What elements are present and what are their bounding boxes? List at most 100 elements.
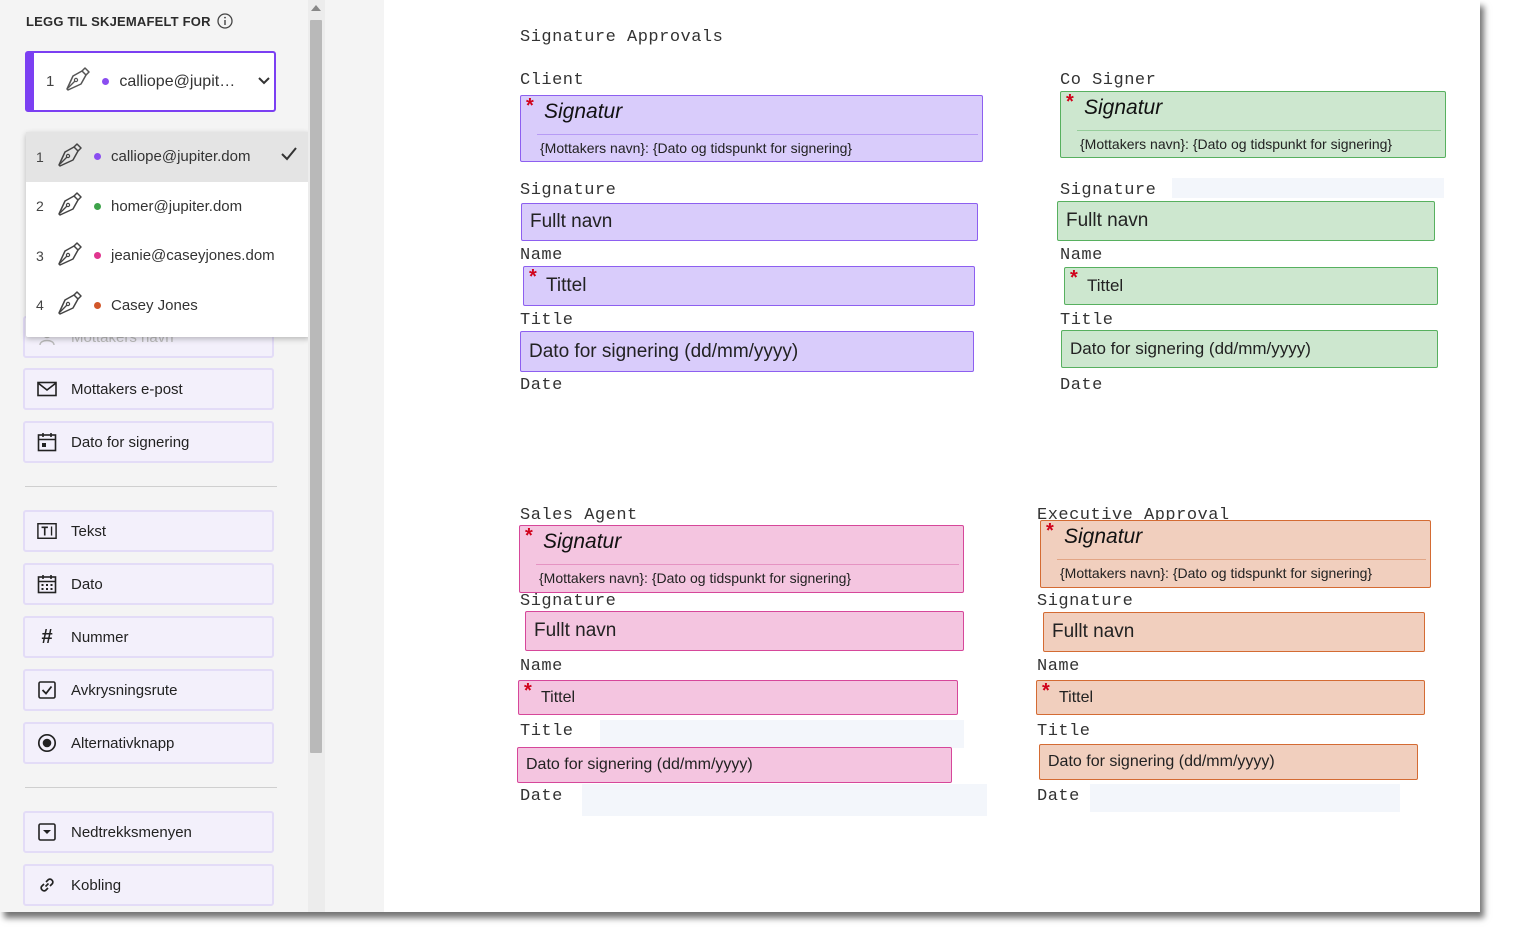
placeholder-area	[582, 784, 987, 816]
pen-icon	[56, 241, 84, 271]
block-heading-client: Client	[520, 71, 585, 90]
field-tekst[interactable]: Tekst	[23, 510, 274, 552]
field-avkrysningsrute[interactable]: Avkrysningsrute	[23, 669, 274, 711]
recipient-option-4[interactable]: 4 Casey Jones	[26, 281, 310, 331]
signature-label: Signatur	[1084, 96, 1163, 119]
field-alternativknapp[interactable]: Alternativknapp	[23, 722, 274, 764]
field-label: Dato for signering	[71, 433, 190, 451]
option-index: 3	[36, 247, 44, 264]
date-field-client[interactable]: Dato for signering (dd/mm/yyyy)	[520, 331, 974, 372]
option-index: 2	[36, 198, 44, 215]
recipient-select-email: calliope@jupiter.dom	[119, 72, 243, 90]
signature-label: Signatur	[544, 100, 623, 123]
checkmark-icon	[280, 146, 298, 166]
field-label: Nummer	[71, 628, 129, 646]
pen-icon	[56, 142, 84, 172]
signature-field-executive-approval[interactable]: * Signatur {Mottakers navn}: {Dato og ti…	[1040, 520, 1431, 588]
field-nummer[interactable]: # Nummer	[23, 616, 274, 658]
date-field-text: Dato for signering (dd/mm/yyyy)	[1048, 753, 1275, 770]
recipient-option-2[interactable]: 2 homer@jupiter.dom	[26, 182, 310, 232]
row-label-date: Date	[520, 787, 563, 806]
field-kobling[interactable]: Kobling	[23, 864, 274, 906]
placeholder-area	[600, 720, 964, 748]
required-asterisk: *	[1042, 680, 1050, 702]
name-field-text: Fullt navn	[1052, 621, 1135, 642]
row-label-title: Title	[1060, 311, 1114, 330]
name-field-text: Fullt navn	[530, 211, 613, 232]
name-field-text: Fullt navn	[534, 620, 617, 641]
placeholder-area	[1172, 178, 1444, 198]
form-field-panel: LEGG TIL SKJEMAFELT FOR 1 calliope@jupit…	[0, 0, 310, 912]
row-label-signature: Signature	[520, 592, 617, 611]
document-title: Signature Approvals	[520, 28, 724, 47]
scroll-up-arrow-icon[interactable]	[311, 5, 321, 11]
row-label-signature: Signature	[520, 181, 617, 200]
recipient-select[interactable]: 1 calliope@jupiter.dom	[25, 51, 276, 112]
recipient-option-1[interactable]: 1 calliope@jupiter.dom	[26, 132, 310, 182]
field-mottakers-epost[interactable]: Mottakers e-post	[23, 368, 274, 410]
signature-line	[1057, 559, 1426, 560]
app-window: LEGG TIL SKJEMAFELT FOR 1 calliope@jupit…	[0, 0, 1480, 912]
document-page: Signature Approvals Client * Signatur {M…	[384, 0, 1480, 912]
signature-subtext: {Mottakers navn}: {Dato og tidspunkt for…	[1060, 565, 1373, 581]
signature-line	[536, 564, 959, 565]
field-dato-for-signering[interactable]: Dato for signering	[23, 421, 274, 463]
title-field-sales-agent[interactable]: * Tittel	[518, 680, 958, 715]
info-icon[interactable]	[217, 13, 233, 29]
recipient-color-dot	[94, 153, 101, 161]
signature-line	[1077, 130, 1441, 131]
name-field-executive-approval[interactable]: Fullt navn	[1043, 612, 1425, 652]
field-label: Tekst	[71, 522, 107, 540]
row-label-signature: Signature	[1060, 181, 1157, 200]
hash-icon: #	[41, 625, 53, 648]
placeholder-area	[1090, 784, 1400, 812]
text-field-icon	[37, 521, 57, 541]
signature-label: Signatur	[543, 530, 622, 553]
required-asterisk: *	[525, 525, 533, 547]
block-heading-sales-agent: Sales Agent	[520, 506, 638, 525]
pen-icon	[64, 66, 92, 97]
checkbox-icon	[37, 680, 57, 700]
chevron-down-icon	[257, 73, 271, 91]
signature-field-client[interactable]: * Signatur {Mottakers navn}: {Dato og ti…	[520, 95, 983, 162]
date-field-co-signer[interactable]: Dato for signering (dd/mm/yyyy)	[1061, 330, 1438, 368]
field-label: Kobling	[71, 876, 122, 894]
panel-scrollbar-thumb[interactable]	[310, 20, 322, 753]
date-field-text: Dato for signering (dd/mm/yyyy)	[529, 340, 799, 362]
row-label-name: Name	[1037, 657, 1080, 676]
name-field-sales-agent[interactable]: Fullt navn	[525, 611, 964, 651]
field-nedtrekksmenyen[interactable]: Nedtrekksmenyen	[23, 811, 274, 853]
panel-heading: LEGG TIL SKJEMAFELT FOR	[26, 13, 233, 29]
recipient-color-dot	[94, 252, 101, 260]
recipient-option-3[interactable]: 3 jeanie@caseyjones.dom	[26, 231, 310, 281]
title-field-executive-approval[interactable]: * Tittel	[1036, 680, 1425, 715]
date-field-sales-agent[interactable]: Dato for signering (dd/mm/yyyy)	[517, 747, 952, 783]
name-field-co-signer[interactable]: Fullt navn	[1057, 201, 1435, 241]
title-field-co-signer[interactable]: * Tittel	[1064, 267, 1438, 305]
required-asterisk: *	[1046, 520, 1054, 542]
required-asterisk: *	[529, 266, 537, 288]
signature-subtext: {Mottakers navn}: {Dato og tidspunkt for…	[1080, 136, 1393, 152]
signature-field-sales-agent[interactable]: * Signatur {Mottakers navn}: {Dato og ti…	[519, 525, 964, 593]
field-label: Alternativknapp	[71, 734, 175, 752]
option-label: jeanie@caseyjones.dom	[111, 247, 275, 265]
recipient-color-dot	[102, 78, 110, 85]
required-asterisk: *	[526, 95, 534, 117]
recipient-dropdown-list: 1 calliope@jupiter.dom 2 homer@jupiter.d…	[26, 132, 310, 337]
title-field-client[interactable]: * Tittel	[523, 266, 975, 306]
row-label-name: Name	[520, 657, 563, 676]
title-field-text: Tittel	[546, 275, 587, 296]
signature-subtext: {Mottakers navn}: {Dato og tidspunkt for…	[539, 570, 852, 586]
title-field-text: Tittel	[541, 688, 576, 706]
row-label-title: Title	[1037, 722, 1091, 741]
field-label: Nedtrekksmenyen	[71, 823, 192, 841]
pen-icon	[56, 191, 84, 221]
block-heading-co-signer: Co Signer	[1060, 71, 1157, 90]
dropdown-icon	[37, 822, 57, 842]
row-label-signature: Signature	[1037, 592, 1134, 611]
date-field-executive-approval[interactable]: Dato for signering (dd/mm/yyyy)	[1039, 744, 1418, 780]
field-dato[interactable]: Dato	[23, 563, 274, 605]
name-field-client[interactable]: Fullt navn	[521, 203, 978, 241]
option-label: homer@jupiter.dom	[111, 197, 243, 215]
signature-field-co-signer[interactable]: * Signatur {Mottakers navn}: {Dato og ti…	[1060, 91, 1446, 158]
